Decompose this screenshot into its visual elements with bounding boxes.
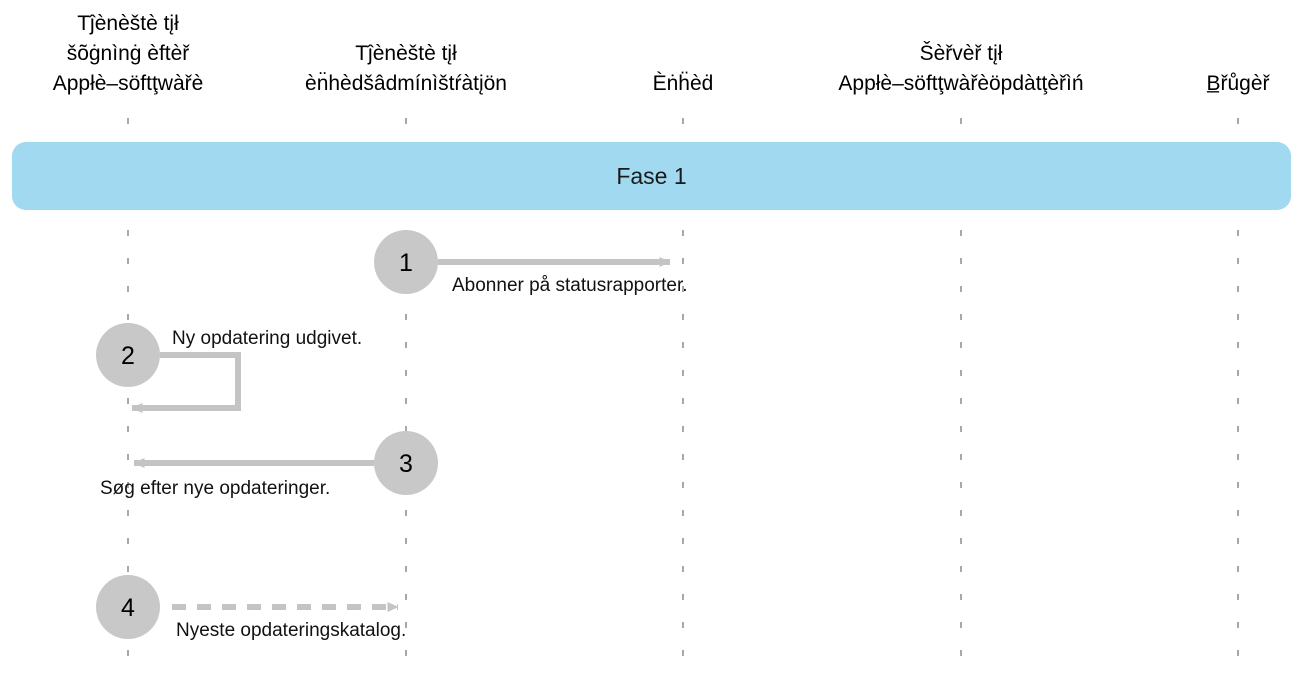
message-label-4: Nyeste opdateringskatalog. xyxy=(176,620,406,641)
message-label-1: Abonner på statusrapporter. xyxy=(452,275,688,296)
message-number-text-2: 2 xyxy=(121,342,135,370)
message-line-2 xyxy=(131,352,241,413)
participant-label-user: B̲řůgèř xyxy=(1206,72,1270,95)
participant-label-device: Èṅḧèḋ xyxy=(653,72,714,95)
message-number-text-3: 3 xyxy=(399,450,413,478)
message-number-badge-3 xyxy=(374,431,438,495)
phase-banner-label: Fase 1 xyxy=(616,163,686,189)
message-number-badge-2 xyxy=(96,323,160,387)
message-label-2: Ny opdatering udgivet. xyxy=(172,328,362,349)
message-label-3: Søg efter nye opdateringer. xyxy=(100,478,330,499)
phase-banner: Fase 1 xyxy=(12,142,1291,210)
message-number-badge-1 xyxy=(374,230,438,294)
message-number-text-1: 1 xyxy=(399,249,413,277)
message-number-badge-4 xyxy=(96,575,160,639)
message-number-text-4: 4 xyxy=(121,594,135,622)
message-2: 2 Ny opdatering udgivet. xyxy=(96,323,362,413)
lifelines-group xyxy=(127,118,1239,660)
phase-banner-rect xyxy=(12,142,1291,210)
